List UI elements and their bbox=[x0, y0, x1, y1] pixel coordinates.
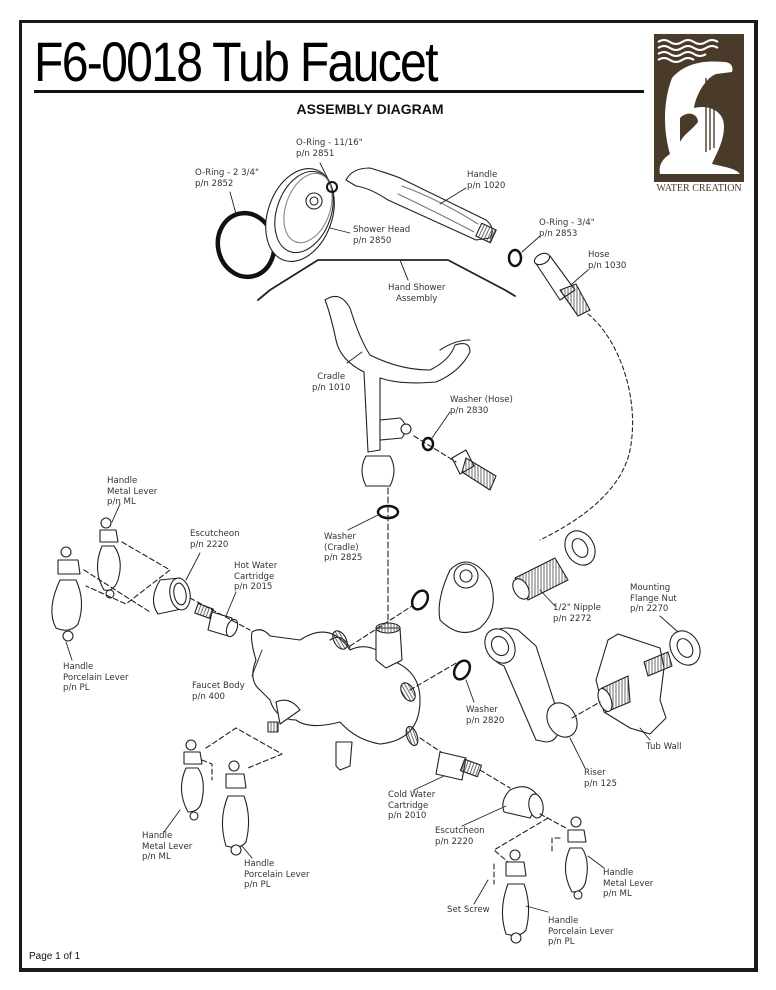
o-ring-2851 bbox=[326, 181, 338, 193]
faucet-body bbox=[250, 622, 421, 771]
elbow-fitting bbox=[438, 561, 494, 634]
callout-o-ring-2853: O-Ring - 3/4"p/n 2853 bbox=[539, 218, 595, 239]
cold-water-cartridge bbox=[435, 751, 483, 781]
diagram-subtitle: ASSEMBLY DIAGRAM bbox=[296, 101, 444, 117]
page-border bbox=[19, 20, 758, 972]
callout-washer-cradle-2825: Washer(Cradle)p/n 2825 bbox=[324, 532, 363, 563]
escutcheon-cold bbox=[502, 786, 544, 819]
shower-head bbox=[265, 168, 335, 262]
callout-tub-wall: Tub Wall bbox=[646, 742, 682, 752]
nipple bbox=[512, 557, 569, 601]
washer-2820 bbox=[452, 659, 472, 681]
porcelain-lever-handle-lower-right bbox=[501, 849, 530, 944]
o-ring-2853 bbox=[507, 248, 523, 268]
hand-shower-handle bbox=[345, 167, 497, 244]
tub-wall bbox=[595, 633, 673, 735]
hand-shower-assembly-bracket bbox=[257, 259, 516, 301]
escutcheon-hot bbox=[152, 577, 191, 615]
flange-nut-upper bbox=[564, 530, 596, 566]
mounting-flange-nut bbox=[669, 630, 701, 666]
page-number: Page 1 of 1 bbox=[29, 951, 81, 962]
callout-set-screw: Set Screw bbox=[447, 905, 490, 915]
metal-lever-handle-lower-right bbox=[564, 816, 588, 900]
title-underline bbox=[34, 90, 644, 93]
callout-o-ring-2852: O-Ring - 2 3/4"p/n 2852 bbox=[195, 168, 259, 189]
hot-water-cartridge bbox=[194, 603, 239, 638]
callout-washer-hose-2830: Washer (Hose)p/n 2830 bbox=[450, 395, 513, 416]
kneeling-figure-harp-icon: WATER CREATION bbox=[654, 34, 744, 194]
metal-lever-handle-upper bbox=[96, 517, 121, 599]
riser bbox=[484, 627, 578, 743]
washer-faucet-upper bbox=[410, 589, 430, 611]
metal-lever-handle-lower-left bbox=[180, 739, 204, 821]
porcelain-lever-handle-lower-left bbox=[221, 760, 250, 856]
cradle bbox=[324, 295, 471, 487]
svg-text:WATER CREATION: WATER CREATION bbox=[656, 183, 741, 194]
washer-hose-2830 bbox=[421, 436, 435, 452]
callout-o-ring-2851: O-Ring - 11/16"p/n 2851 bbox=[296, 138, 363, 159]
hose bbox=[533, 252, 634, 541]
document-title: F6-0018 Tub Faucet bbox=[34, 30, 438, 93]
water-creation-logo: WATER CREATION bbox=[654, 34, 744, 194]
porcelain-lever-handle-upper bbox=[51, 546, 83, 642]
hose-nut bbox=[451, 449, 497, 491]
